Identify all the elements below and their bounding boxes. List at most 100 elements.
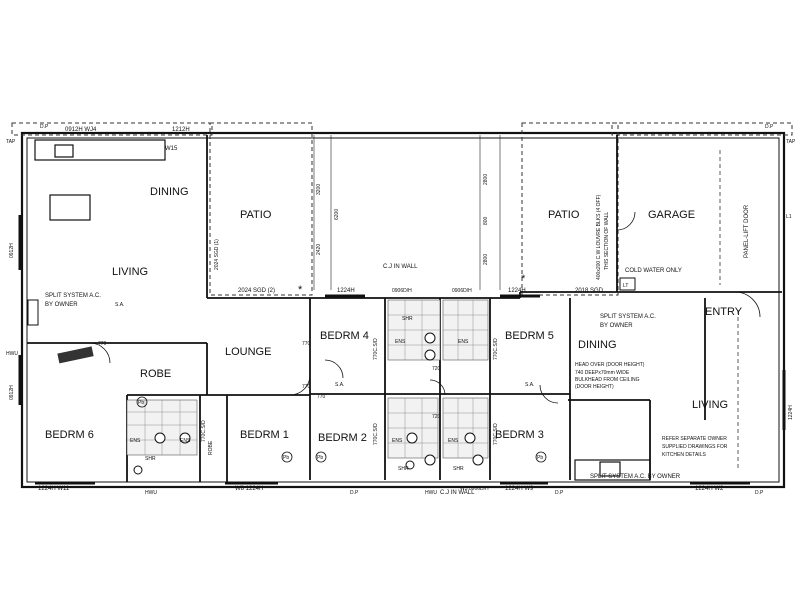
bathroom-fixtures <box>133 332 484 475</box>
window-marks <box>18 215 786 485</box>
note-split-left-2: BY OWNER <box>45 302 78 308</box>
kitchen-bench-left <box>34 139 166 221</box>
dim-shr-4: SHR <box>453 466 464 472</box>
note-bulkhead-3: (DOOR HEIGHT) <box>575 384 614 390</box>
room-patio-right: PATIO <box>548 209 580 221</box>
room-living-left: LIVING <box>112 266 148 278</box>
dim-b-1224h-w11: 1224H W11 <box>38 486 70 492</box>
dim-2800-b: 2800 <box>483 254 489 265</box>
dim-hwu-left: HWU <box>6 351 18 357</box>
star-marker-1: * <box>298 284 303 296</box>
dim-770csd-4: 770C.S/D <box>493 338 499 360</box>
room-patio-left: PATIO <box>240 209 272 221</box>
dim-shr-2: SHR <box>145 456 156 462</box>
room-dining-right: DINING <box>578 339 617 351</box>
dim-3200: 3200 <box>316 184 322 195</box>
dim-shr-3: SHR <box>398 466 409 472</box>
pb-circle-4 <box>535 451 547 463</box>
note-louvre-2: THIS SECTION OF WALL <box>604 212 610 270</box>
note-sa-mid-2: S.A. <box>525 382 534 388</box>
dim-2420: 2420 <box>316 244 322 255</box>
dim-770csd-2: 770C.S/D <box>373 338 379 360</box>
dim-770csd-1: 770C.S/D <box>201 420 207 442</box>
dim-w-0912h-wj4: 0912H WJ4 <box>65 127 97 133</box>
room-bedrm-5: BEDRM 5 <box>505 330 554 342</box>
notes: SPLIT SYSTEM A.C. BY OWNER SPLIT SYSTEM … <box>45 194 750 496</box>
dim-b-1224h-w9: 1224H W9 <box>505 486 534 492</box>
dim-b-1224h-w8: W8 1224H <box>235 486 263 492</box>
dim-w-0906dh-a: 0906D/H <box>392 288 412 294</box>
dim-770-4: 770 <box>317 394 326 400</box>
room-living-right: LIVING <box>692 399 728 411</box>
note-split-left-1: SPLIT SYSTEM A.C. <box>45 293 101 299</box>
dim-w-0912h-left-1: 0912H <box>9 243 15 258</box>
dimension-labels: TAP D.P 0912H WJ4 1212H W15 0912H 0912H … <box>6 124 796 496</box>
dim-w-1212h: 1212H <box>172 127 190 133</box>
dim-b-hwu-1: HWU <box>145 490 157 496</box>
dim-ens-1: ENS <box>130 438 141 444</box>
note-louvre-1: 400x200 C.W LOUVRE BLKS (4 OFF) <box>596 194 602 280</box>
interior-walls <box>27 135 782 482</box>
room-bedrm-1: BEDRM 1 <box>240 429 289 441</box>
room-bedrm-6: BEDRM 6 <box>45 429 94 441</box>
note-split-right-1: SPLIT SYSTEM A.C. <box>600 314 656 320</box>
dim-w-0912h-left-2: 0912H <box>9 385 15 400</box>
dim-w-2024-sgd-2: 2024 SGD (2) <box>238 288 275 294</box>
dim-b-dp-3: D.P <box>755 490 764 496</box>
dim-b-1224h-w2: 1224H W2 <box>695 486 724 492</box>
dim-w-0906dh-b: 0906D/H <box>452 288 472 294</box>
note-refer-1: REFER SEPARATE OWNER <box>662 436 727 442</box>
pb-circle-3 <box>315 451 327 463</box>
note-sa-left: S.A. <box>115 302 124 308</box>
note-cj-wall-top: C.J IN WALL <box>383 264 418 270</box>
dim-w-2018-sgd: 2018 SGD <box>575 288 604 294</box>
dim-ens-4: ENS <box>458 339 469 345</box>
note-robe-small: ROBE <box>208 440 214 455</box>
note-refer-3: KITCHEN DETAILS <box>662 452 706 458</box>
note-split-bottom: SPLIT SYSTEM A.C. BY OWNER <box>590 474 681 480</box>
dim-770-2: 770 <box>302 341 311 347</box>
dim-ens-6: ENS <box>448 438 459 444</box>
dim-ens-2: ENS <box>180 438 191 444</box>
dim-6200: 6200 <box>334 209 340 220</box>
ac-unit-left <box>57 346 94 364</box>
room-labels: DINING LIVING PATIO PATIO GARAGE LOUNGE … <box>45 186 743 444</box>
dimension-lines <box>313 135 501 290</box>
dim-l1: L1 <box>786 214 792 220</box>
dim-tap-tr: TAP <box>786 139 796 145</box>
room-robe: ROBE <box>140 368 171 380</box>
dim-dp-tr: D.P <box>765 124 774 130</box>
pb-circle-1 <box>136 396 148 408</box>
dim-770csd-3: 770C.S/D <box>373 423 379 445</box>
dim-b-dp-1: D.P <box>350 490 359 496</box>
kitchen-bench-right <box>574 459 651 481</box>
note-bulkhead-1: 740 DEEPx70mm WIDE <box>575 370 630 376</box>
dim-pb-1: Pb <box>138 400 144 406</box>
dim-r-1224h: 1224H <box>788 405 794 420</box>
note-cold-water: COLD WATER ONLY <box>625 268 682 274</box>
dim-tap-top: TAP <box>6 139 16 145</box>
note-refer-2: SUPPLIED DRAWINGS FOR <box>662 444 728 450</box>
room-entry: ENTRY <box>705 306 743 318</box>
room-lounge: LOUNGE <box>225 346 271 358</box>
room-garage: GARAGE <box>648 209 695 221</box>
pb-circle-2 <box>281 451 293 463</box>
door-swings <box>89 211 761 404</box>
room-dining-left: DINING <box>150 186 189 198</box>
note-sa-mid-1: S.A. <box>335 382 344 388</box>
dim-ens-3: ENS <box>395 339 406 345</box>
note-panel-lift: PANEL-LIFT DOOR <box>744 204 750 258</box>
dim-800: 800 <box>483 216 489 225</box>
note-head-over: HEAD OVER (DOOR HEIGHT) <box>575 362 645 368</box>
dim-ens-5: ENS <box>392 438 403 444</box>
dim-770csd-5: 770C.S/D <box>493 423 499 445</box>
dim-pb-3: Pb <box>317 455 323 461</box>
note-lt: LT <box>623 283 628 289</box>
room-bedrm-4: BEDRM 4 <box>320 330 369 342</box>
room-bedrm-2: BEDRM 2 <box>318 432 367 444</box>
room-bedrm-3: BEDRM 3 <box>495 429 544 441</box>
dim-pb-4: Pb <box>537 455 543 461</box>
dim-w-w15: W15 <box>165 146 178 152</box>
dim-2800: 2800 <box>483 174 489 185</box>
